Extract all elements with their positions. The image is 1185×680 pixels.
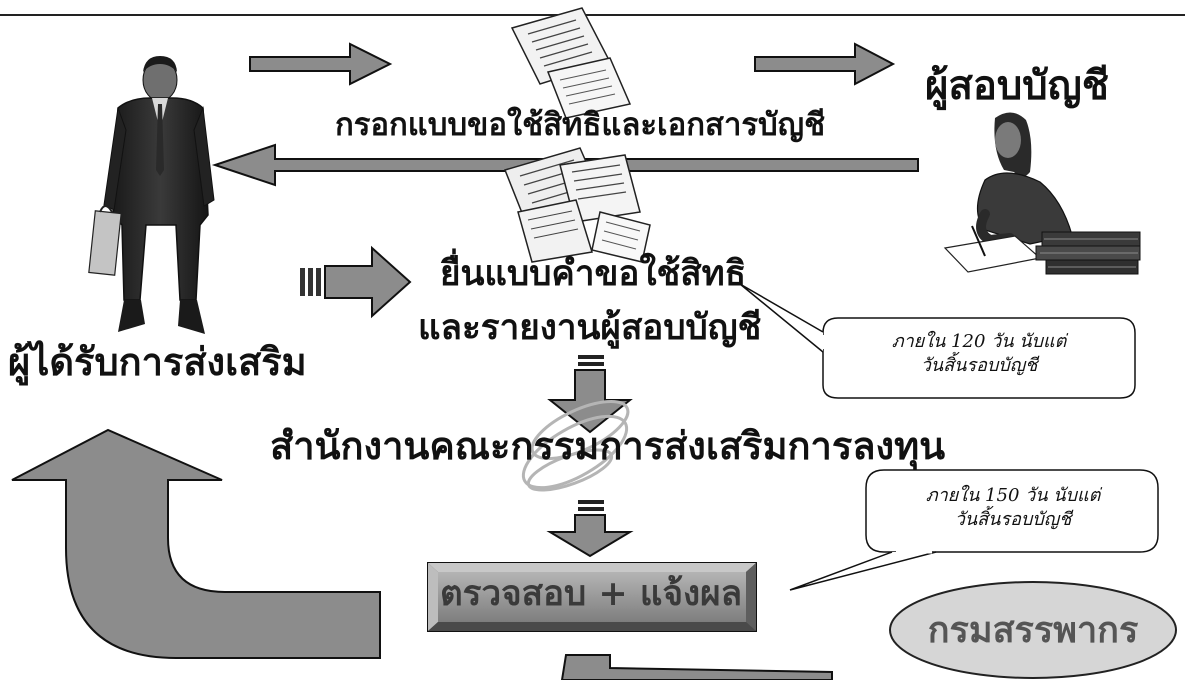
callout-150-pointer <box>789 551 937 591</box>
arrow-to-auditor <box>754 42 896 86</box>
form-caption: กรอกแบบขอใช้สิทธิและเอกสารบัญชี <box>335 107 826 143</box>
arrow-submit <box>300 245 412 319</box>
documents-icon-middle <box>503 147 651 263</box>
submit-label-line2: และรายงานผู้สอบบัญชี <box>418 307 762 348</box>
promoted-person-label: ผู้ได้รับการส่งเสริม <box>8 339 307 384</box>
callout-120-line2: วันสิ้นรอบบัญชี <box>920 355 1038 376</box>
submit-label-line1: ยื่นแบบคำขอใช้สิทธิ <box>440 253 747 294</box>
check-and-notify-label: ตรวจสอบ + แจ้งผล <box>439 573 743 614</box>
documents-icon-top <box>510 7 632 119</box>
callout-120-pointer <box>739 283 824 353</box>
businessman-figure <box>88 56 215 334</box>
callout-150-line1: ภายใน 150 วัน นับแต่ <box>925 485 1101 506</box>
revenue-ellipse <box>889 581 1177 679</box>
arrow-back-to-promoted <box>11 428 381 659</box>
top-rule <box>0 14 1185 16</box>
swirl-logo-icon <box>521 400 630 492</box>
arrow-to-documents <box>249 42 393 86</box>
callout-120-line1: ภายใน 120 วัน นับแต่ <box>891 331 1067 352</box>
boi-label: สำนักงานคณะกรรมการส่งเสริมการลงทุน <box>270 423 946 468</box>
revenue-department-label: กรมสรรพากร <box>927 609 1139 651</box>
books-icon <box>1035 231 1141 275</box>
arrow-to-revenue <box>560 654 833 680</box>
woman-writing-figure <box>943 112 1141 275</box>
check-box <box>427 562 757 632</box>
callout-120-shape <box>822 317 1136 399</box>
auditor-label: ผู้สอบบัญชี <box>925 62 1109 109</box>
callout-150-line2: วันสิ้นรอบบัญชี <box>954 509 1072 530</box>
callout-150-shape <box>865 469 1159 553</box>
arrow-down-to-check <box>546 500 634 558</box>
